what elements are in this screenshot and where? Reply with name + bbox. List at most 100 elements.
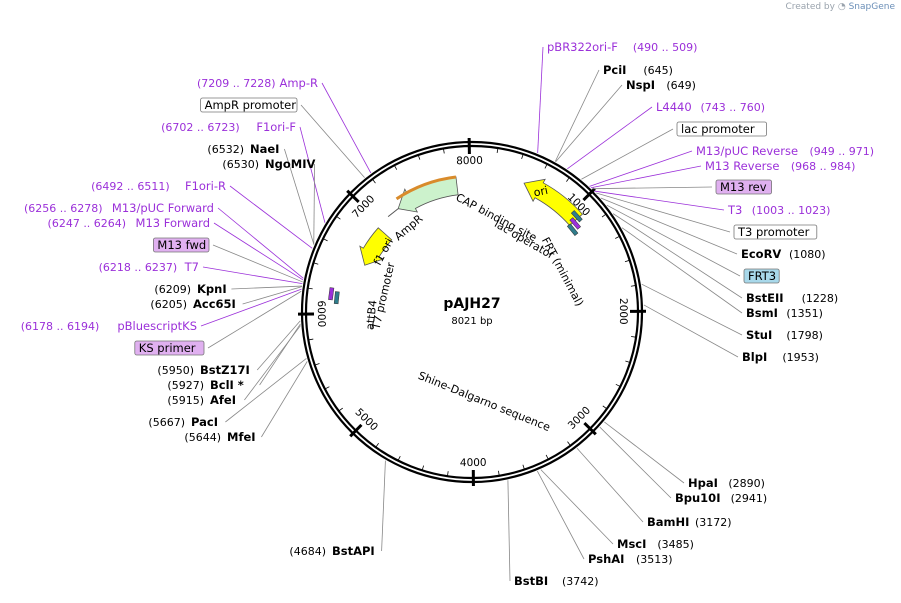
label-text: M13 Reverse	[705, 159, 779, 173]
frt-min-block	[566, 223, 579, 236]
label-blpi[interactable]	[643, 304, 739, 358]
label-frt3[interactable]	[606, 204, 780, 284]
label-range: (949 .. 971)	[810, 145, 875, 158]
t7-block	[328, 287, 335, 301]
minor-tick	[307, 287, 313, 290]
leader-line	[244, 325, 301, 401]
label-text: MscI	[617, 537, 646, 551]
label-m13-fwd[interactable]	[152, 237, 303, 283]
label-pbr322ori-f[interactable]	[537, 46, 544, 154]
leader-line	[643, 304, 739, 358]
minor-tick	[394, 165, 398, 170]
label-m13-forward[interactable]	[213, 222, 304, 281]
label-acc65i[interactable]	[242, 286, 302, 305]
label-box	[733, 224, 818, 240]
label-f1ori-f[interactable]	[299, 126, 326, 223]
tick-label: 2000	[617, 298, 629, 325]
leader-line	[507, 480, 511, 582]
label-pbluescriptks[interactable]	[200, 288, 302, 327]
label-nspi[interactable]	[555, 84, 623, 163]
label-range: (6178 .. 6194)	[21, 320, 100, 333]
label-m13-reverse[interactable]	[590, 165, 702, 189]
minor-tick	[313, 262, 319, 265]
label-ngomiv[interactable]	[313, 163, 315, 245]
label-bstz17i[interactable]	[256, 320, 301, 371]
label-pos: (3485)	[657, 538, 694, 551]
label-t3-promoter[interactable]	[596, 192, 818, 240]
label-text: KpnI	[197, 282, 227, 296]
label-box	[715, 179, 772, 195]
label-naei[interactable]	[284, 148, 315, 245]
leader-line	[212, 244, 303, 283]
leader-line	[599, 426, 672, 499]
label-text: NaeI	[250, 142, 279, 156]
label-text: BsmI	[746, 306, 778, 320]
minor-tick	[324, 386, 330, 390]
label-text: BstZ17I	[200, 363, 250, 377]
major-tick	[349, 423, 363, 438]
label-ks-primer[interactable]	[134, 290, 302, 356]
label-pos: (1953)	[782, 351, 819, 364]
label-text: Bpu10I	[675, 491, 720, 505]
label-lac-promoter[interactable]	[581, 121, 767, 180]
label-text: BstBI	[514, 574, 548, 588]
label-bsmi[interactable]	[621, 227, 743, 314]
label-pcii[interactable]	[554, 69, 600, 162]
leader-line	[581, 128, 674, 180]
minor-tick	[625, 360, 631, 363]
label-text: PshAI	[588, 552, 624, 566]
leader-line	[242, 286, 302, 305]
label-f1ori-r[interactable]	[229, 185, 313, 249]
label-ecorv[interactable]	[600, 197, 738, 255]
frt-block	[569, 217, 581, 230]
leader-line	[567, 106, 653, 170]
label-text: BlpI	[742, 350, 767, 364]
leader-line	[313, 163, 315, 245]
leader-line	[261, 361, 308, 438]
leader-line	[576, 447, 644, 523]
label-amp-r[interactable]	[321, 82, 372, 174]
label-pos: (5927)	[167, 379, 204, 392]
label-pos: (5950)	[157, 364, 194, 377]
label-range: (968 .. 984)	[791, 160, 856, 173]
label-bcli-[interactable]	[259, 323, 301, 386]
label-bamhi[interactable]	[576, 447, 644, 523]
label-t3[interactable]	[594, 190, 725, 211]
minor-tick	[375, 442, 379, 448]
label-text: L4440	[656, 100, 692, 114]
leader-line	[299, 126, 326, 223]
label-pshai[interactable]	[536, 470, 585, 560]
leader-line	[555, 84, 623, 163]
ampr-promoter-feature	[387, 208, 399, 218]
label-bpu10i[interactable]	[599, 426, 672, 499]
label-l4440[interactable]	[567, 106, 653, 170]
label-pos: (5667)	[148, 416, 185, 429]
minor-tick	[314, 363, 320, 366]
label-t7[interactable]	[202, 266, 303, 285]
label-stui[interactable]	[641, 283, 743, 336]
label-msci[interactable]	[540, 469, 614, 545]
label-m13-rev[interactable]	[591, 179, 772, 195]
minor-tick	[615, 235, 620, 239]
label-bstapi[interactable]	[381, 460, 386, 552]
label-pos: (6205)	[150, 298, 187, 311]
minor-tick	[601, 213, 607, 218]
label-ampr-promoter[interactable]	[200, 97, 365, 178]
label-box	[200, 97, 298, 113]
label-bstbi[interactable]	[507, 480, 511, 582]
label-m13-puc-reverse[interactable]	[589, 150, 693, 187]
snapgene-logo-icon: ◔	[837, 2, 846, 12]
label-hpai[interactable]	[604, 421, 685, 484]
label-bsteii[interactable]	[612, 213, 743, 299]
label-kpni[interactable]	[231, 285, 302, 290]
leader-line	[225, 358, 307, 423]
label-range: (1003 .. 1023)	[752, 204, 831, 217]
label-range: (6247 .. 6264)	[48, 217, 127, 230]
label-mfei[interactable]	[261, 361, 308, 438]
label-afei[interactable]	[244, 325, 301, 401]
label-text: StuI	[746, 328, 772, 342]
label-m13-puc-forward[interactable]	[217, 207, 304, 279]
leader-line	[284, 148, 315, 245]
label-paci[interactable]	[225, 358, 307, 423]
label-pos: (2890)	[728, 477, 765, 490]
